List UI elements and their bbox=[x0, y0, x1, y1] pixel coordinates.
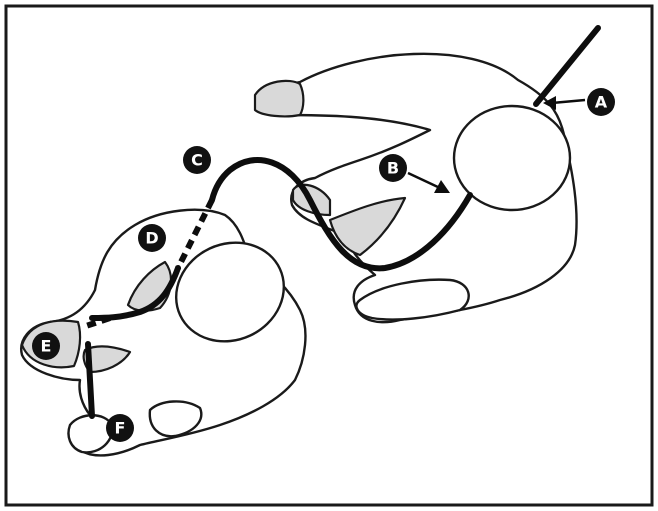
upper-hand-thumb bbox=[255, 81, 303, 117]
marker-c: C bbox=[183, 146, 211, 174]
marker-d: D bbox=[138, 224, 166, 252]
marker-f: F bbox=[106, 414, 134, 442]
cord-segment-a bbox=[536, 28, 598, 104]
lower-hand bbox=[21, 210, 305, 456]
marker-b-label: B bbox=[387, 159, 399, 178]
marker-e-label: E bbox=[41, 337, 52, 356]
cord-segment-f bbox=[88, 344, 92, 416]
marker-a-label: A bbox=[595, 93, 608, 112]
marker-d-label: D bbox=[145, 229, 158, 248]
marker-f-label: F bbox=[115, 419, 126, 438]
marker-c-label: C bbox=[191, 151, 203, 170]
marker-e: E bbox=[32, 332, 60, 360]
arrow-a bbox=[552, 100, 585, 103]
marker-a: A bbox=[587, 88, 615, 116]
marker-b: B bbox=[379, 154, 407, 182]
